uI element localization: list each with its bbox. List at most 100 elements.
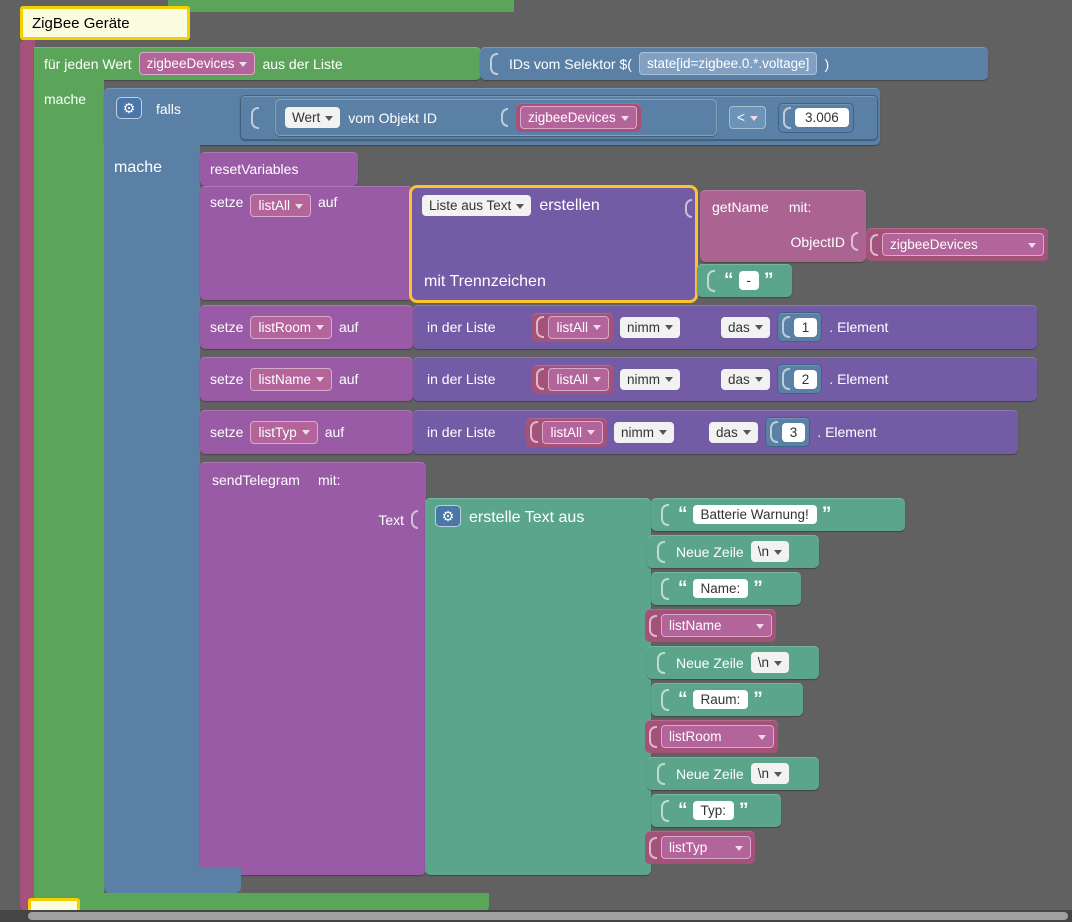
variable-chip-listtyp[interactable]: listTyp (661, 836, 751, 859)
offscreen-block-strip[interactable] (168, 0, 514, 12)
variable-block-listname[interactable]: listName (645, 609, 776, 642)
loop-block-footer[interactable] (34, 893, 489, 912)
outer-block-spine[interactable] (20, 40, 35, 910)
dropdown-get-which[interactable]: das (709, 421, 758, 443)
set-variable-block-listname[interactable]: setze listName auf (200, 357, 413, 401)
dropdown-arrow-icon (756, 623, 764, 629)
dropdown-get-which[interactable]: das (721, 316, 770, 338)
number-field-threshold[interactable]: 3.006 (794, 108, 849, 127)
if-block-footer[interactable] (104, 868, 241, 893)
loop-do-column[interactable]: mache (34, 79, 104, 894)
text-quote-block[interactable]: “ Raum: ” (651, 683, 803, 716)
text-quote-block[interactable]: “ Batterie Warnung! ” (651, 498, 905, 531)
reset-variables-block[interactable]: resetVariables (200, 152, 358, 186)
variable-shadow-zigbeedevices[interactable]: zigbeeDevices (866, 228, 1048, 261)
loop-block-header[interactable]: für jeden Wert zigbeeDevices aus der Lis… (34, 47, 481, 80)
variable-chip-listall[interactable]: listAll (548, 367, 609, 391)
dropdown-newline[interactable]: \n (750, 652, 789, 673)
mutator-gear-icon[interactable] (435, 505, 461, 527)
dropdown-newline[interactable]: \n (750, 541, 789, 562)
mutator-gear-icon[interactable] (116, 97, 142, 119)
text-field[interactable]: Raum: (692, 690, 749, 709)
in-list-label: in der Liste (427, 371, 496, 387)
variable-chip-listtyp[interactable]: listTyp (250, 420, 318, 444)
variable-chip-listname[interactable]: listName (250, 367, 332, 391)
get-name-block[interactable]: getName mit: ObjectID (700, 190, 866, 262)
send-telegram-block[interactable]: sendTelegram mit: Text (200, 462, 426, 875)
variable-chip-listname[interactable]: listName (661, 614, 772, 637)
number-shadow-block[interactable]: 1 (776, 312, 823, 342)
get-value-block[interactable]: Wert vom Objekt ID zigbeeDevices (275, 99, 717, 136)
variable-chip-listall[interactable]: listAll (542, 420, 603, 444)
variable-chip-listroom[interactable]: listRoom (250, 315, 332, 339)
set-variable-block-listall[interactable]: setze listAll auf (200, 186, 413, 300)
text-field[interactable]: Typ: (692, 801, 735, 820)
list-get-element-block-2[interactable]: in der Liste listAll nimm das 2 . Elemen… (413, 357, 1037, 401)
selector-block[interactable]: IDs vom Selektor $( state[id=zigbee.0.*.… (480, 47, 988, 80)
variable-shadow-listall[interactable]: listAll (532, 364, 613, 394)
text-quote-block[interactable]: “ Name: ” (651, 572, 801, 605)
set-variable-block-listtyp[interactable]: setze listTyp auf (200, 410, 413, 454)
variable-block-listtyp[interactable]: listTyp (645, 831, 755, 864)
text-quote-block[interactable]: “ Typ: ” (651, 794, 781, 827)
dropdown-operator[interactable]: < (729, 106, 766, 129)
variable-chip-zigbeedevices[interactable]: zigbeeDevices (138, 52, 256, 75)
variable-shadow-listall[interactable]: listAll (526, 417, 607, 447)
dropdown-attribute[interactable]: Wert (285, 107, 341, 128)
dropdown-get-op[interactable]: nimm (620, 316, 680, 338)
dropdown-list-mode[interactable]: Liste aus Text (422, 195, 532, 216)
variable-chip-label: zigbeeDevices (527, 110, 616, 125)
number-shadow-block[interactable]: 2 (776, 364, 823, 394)
selector-pattern-field[interactable]: state[id=zigbee.0.*.voltage] (638, 52, 818, 75)
dropdown-operator-label: < (737, 110, 745, 125)
list-get-element-block-1[interactable]: in der Liste listAll nimm das 1 . Elemen… (413, 305, 1037, 349)
variable-block-listroom[interactable]: listRoom (645, 720, 778, 753)
close-quote-icon: ” (764, 269, 774, 291)
dropdown-get-which[interactable]: das (721, 368, 770, 390)
dropdown-arrow-icon (294, 203, 303, 209)
variable-chip-zigbeedevices[interactable]: zigbeeDevices (882, 233, 1044, 256)
delimiter-field[interactable]: - (738, 271, 759, 290)
number-field-index[interactable]: 2 (793, 369, 818, 389)
dropdown-get-op[interactable]: nimm (614, 421, 674, 443)
compare-block[interactable]: Wert vom Objekt ID zigbeeDevices < 3.006 (240, 95, 878, 140)
if-do-column[interactable]: mache (104, 145, 200, 868)
variable-chip-listroom[interactable]: listRoom (661, 725, 774, 748)
horizontal-scrollbar-thumb[interactable] (28, 912, 1068, 920)
text-quote-block-delimiter[interactable]: “ - ” (697, 264, 792, 297)
element-label: . Element (829, 371, 889, 387)
variable-chip-label: zigbeeDevices (146, 56, 235, 71)
list-from-text-block[interactable]: Liste aus Text erstellen mit Trennzeiche… (409, 185, 698, 303)
dropdown-newline[interactable]: \n (750, 763, 789, 784)
text-field[interactable]: Name: (692, 579, 749, 598)
number-field-index[interactable]: 1 (793, 317, 818, 337)
loop-label-suffix: aus der Liste (262, 55, 343, 72)
close-quote-icon: ” (739, 799, 749, 821)
variable-shadow-listall[interactable]: listAll (532, 312, 613, 342)
text-field[interactable]: Batterie Warnung! (692, 505, 817, 524)
input-socket (851, 232, 858, 251)
set-label: setze (210, 371, 244, 387)
newline-block[interactable]: Neue Zeile \n (647, 757, 819, 790)
dropdown-arrow-icon (749, 115, 758, 121)
newline-block[interactable]: Neue Zeile \n (647, 535, 819, 568)
variable-holder[interactable]: zigbeeDevices (515, 103, 641, 132)
variable-chip-listall[interactable]: listAll (250, 194, 311, 217)
newline-label: Neue Zeile (676, 654, 744, 671)
to-label: auf (338, 371, 359, 387)
dropdown-arrow-icon (587, 430, 595, 435)
variable-chip-zigbeedevices[interactable]: zigbeeDevices (519, 106, 637, 129)
reset-variables-label: resetVariables (210, 161, 299, 177)
comment-block[interactable]: ZigBee Geräte (20, 6, 190, 40)
number-shadow-block[interactable]: 3.006 (777, 102, 854, 133)
list-get-element-block-3[interactable]: in der Liste listAll nimm das 3 . Elemen… (413, 410, 1018, 454)
dropdown-get-op[interactable]: nimm (620, 368, 680, 390)
create-text-block[interactable]: erstelle Text aus (425, 498, 651, 875)
newline-block[interactable]: Neue Zeile \n (647, 646, 819, 679)
dropdown-label: nimm (627, 319, 660, 335)
set-variable-block-listroom[interactable]: setze listRoom auf (200, 305, 413, 349)
number-shadow-block[interactable]: 3 (764, 417, 811, 447)
variable-chip-listall[interactable]: listAll (548, 315, 609, 339)
number-field-index[interactable]: 3 (781, 422, 806, 442)
dropdown-arrow-icon (773, 660, 782, 666)
